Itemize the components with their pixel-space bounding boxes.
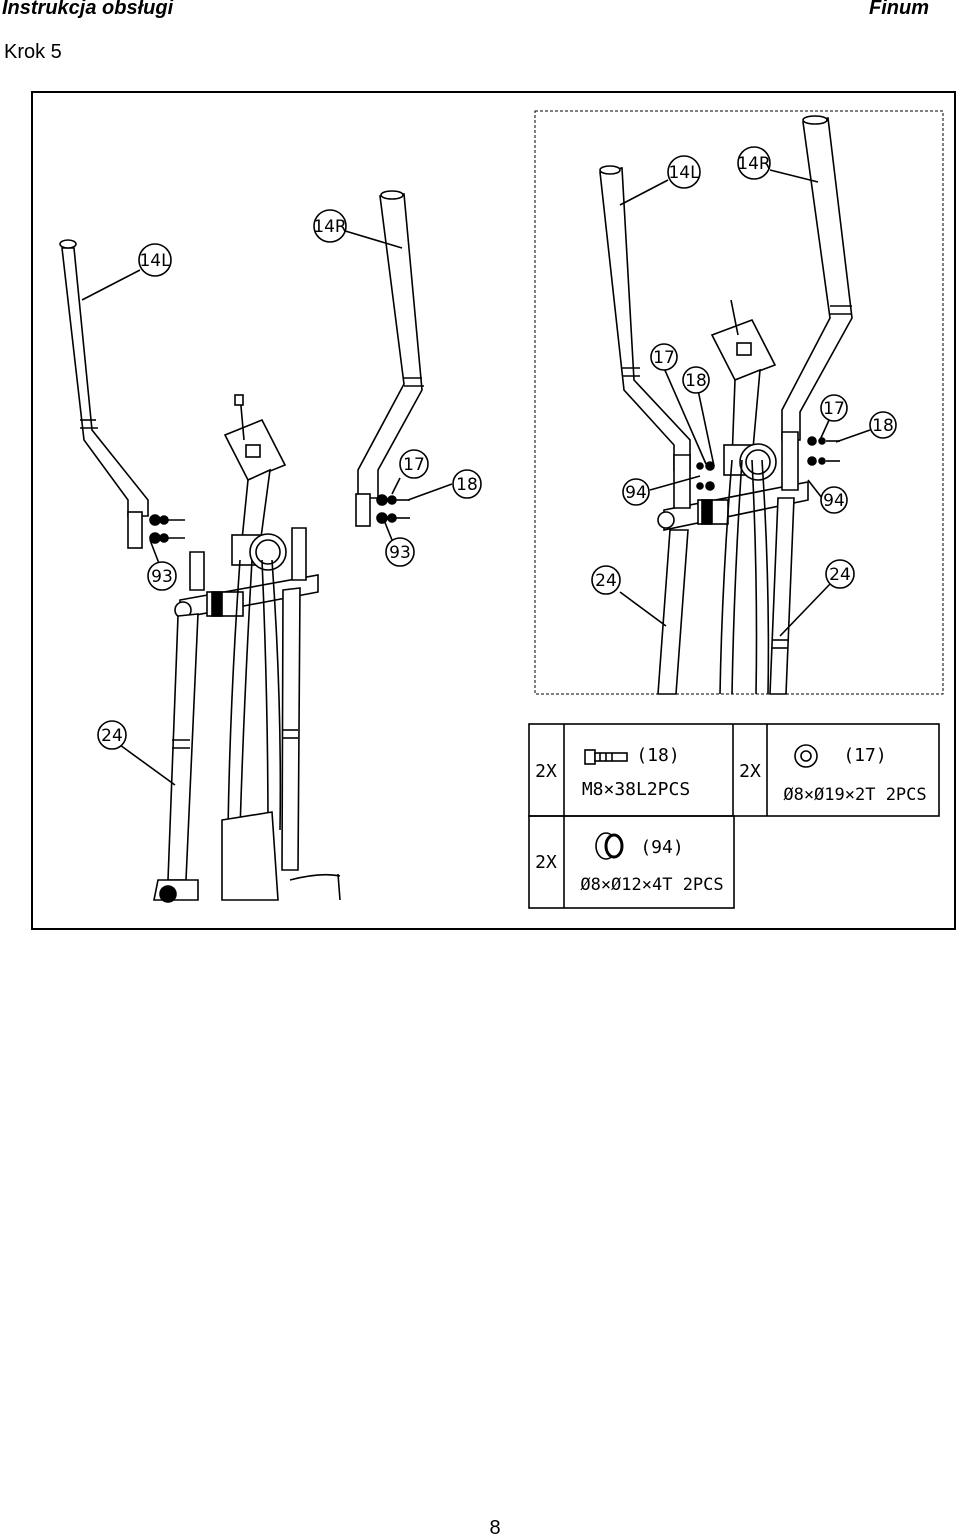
label-24: 24 xyxy=(101,726,123,746)
label-93-right: 93 xyxy=(389,543,411,563)
detail-label-24-right: 24 xyxy=(829,565,851,585)
hw-94-code: (94) xyxy=(640,837,683,858)
hw-18-code: (18) xyxy=(636,745,679,766)
label-14l: 14L xyxy=(139,251,171,271)
bolt-icon xyxy=(584,749,628,765)
hw-94-desc: Ø8×Ø12×4T 2PCS xyxy=(580,875,723,895)
main-part-labels: 14L 14R 17 18 93 93 24 xyxy=(97,209,482,750)
detail-label-14r: 14R xyxy=(737,154,771,174)
step-title: Krok 5 xyxy=(4,41,62,63)
hw-18-desc: M8×38L2PCS xyxy=(582,779,690,800)
document-title: Instrukcja obsługi xyxy=(2,0,174,19)
hardware-table xyxy=(528,723,940,909)
label-18: 18 xyxy=(456,475,478,495)
detail-label-18-left: 18 xyxy=(685,371,707,391)
detail-assembly-drawing xyxy=(599,115,871,695)
hw-17-desc: Ø8×Ø19×2T 2PCS xyxy=(783,785,926,805)
diagram-frame xyxy=(31,91,956,930)
detail-label-17-right: 17 xyxy=(823,399,845,419)
hardware-table-text: 2X (18) M8×38L2PCS 2X (17) Ø8×Ø19×2T 2PC… xyxy=(535,745,926,895)
hw-17-qty: 2X xyxy=(739,761,761,782)
page-number: 8 xyxy=(489,1517,501,1539)
detail-inset-frame xyxy=(534,110,944,695)
detail-label-24-left: 24 xyxy=(595,571,617,591)
detail-label-17-left: 17 xyxy=(653,348,675,368)
detail-label-14l: 14L xyxy=(668,163,700,183)
spacer-icon xyxy=(595,832,624,860)
hw-17-code: (17) xyxy=(843,745,886,766)
detail-part-labels: 14L 14R 17 18 17 18 94 94 24 24 xyxy=(591,146,897,595)
brand-name: Finum xyxy=(869,0,929,19)
main-assembly-drawing xyxy=(59,190,453,903)
detail-label-18-right: 18 xyxy=(872,416,894,436)
label-14r: 14R xyxy=(313,217,347,237)
detail-label-94-left: 94 xyxy=(625,483,647,503)
detail-label-94-right: 94 xyxy=(823,491,845,511)
label-17: 17 xyxy=(403,455,425,475)
label-93-left: 93 xyxy=(151,567,173,587)
hw-18-qty: 2X xyxy=(535,761,557,782)
washer-icon xyxy=(794,744,818,768)
hw-94-qty: 2X xyxy=(535,852,557,873)
